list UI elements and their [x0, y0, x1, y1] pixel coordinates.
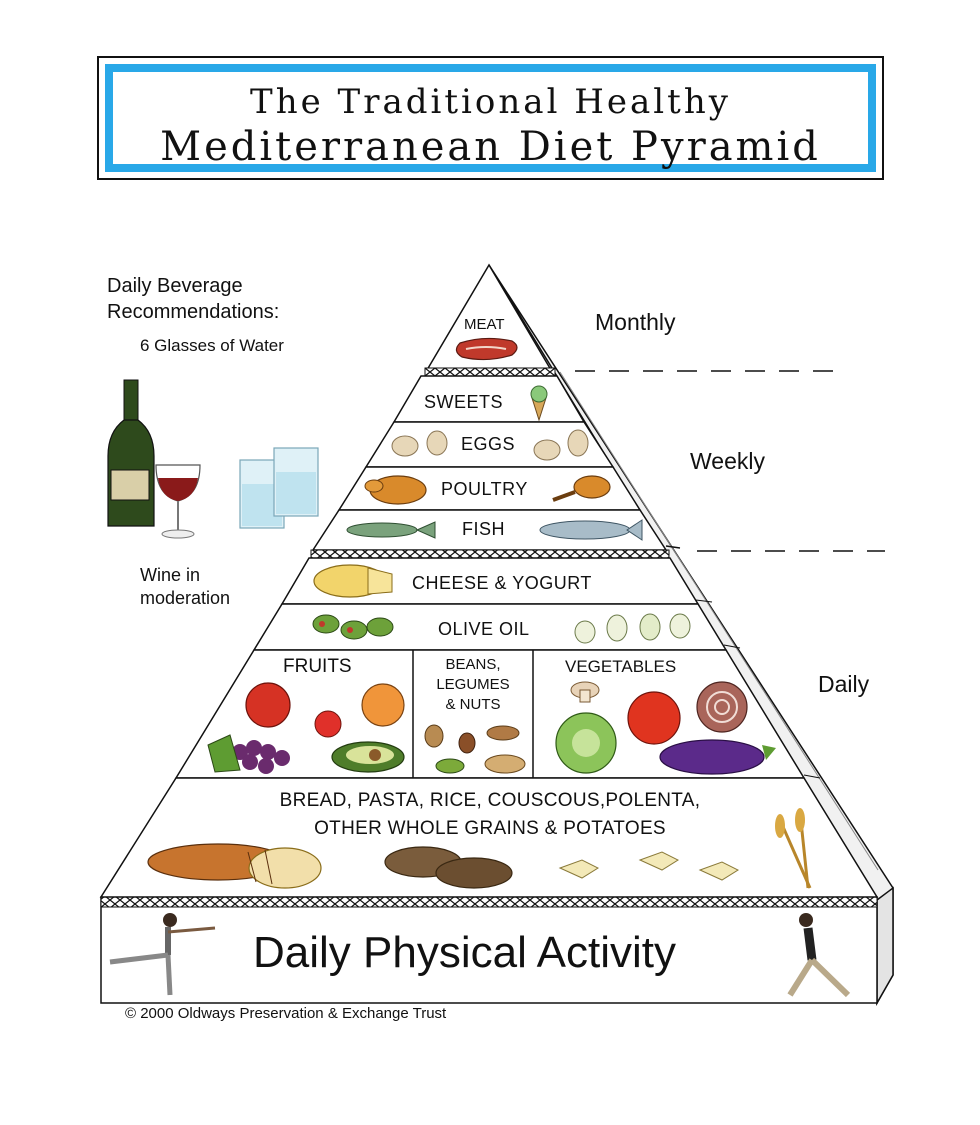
walker-figure: [787, 913, 851, 998]
egg-icon: [391, 435, 419, 457]
physical-activity-label: Daily Physical Activity: [253, 928, 677, 977]
almond-icon: [486, 725, 520, 741]
tier-label-vegetables: VEGETABLES: [565, 657, 677, 676]
mushroom-icon: [570, 681, 600, 703]
tier-label-poultry: POULTRY: [441, 479, 528, 499]
tier-label-sweets: SWEETS: [424, 392, 504, 412]
wine-bottle-icon: [107, 379, 155, 527]
peach-icon: [361, 683, 405, 727]
fish-icon: [346, 521, 436, 539]
grains-line-2: OTHER WHOLE GRAINS & POTATOES: [314, 818, 666, 839]
tier-label-olive-oil: OLIVE OIL: [438, 619, 530, 639]
activity-base: [100, 886, 894, 1006]
tier-label-cheese: CHEESE & YOGURT: [412, 573, 592, 593]
ice-cream-icon: [530, 385, 548, 422]
title-line-1: The Traditional Healthy: [250, 82, 731, 122]
beans-line-2: LEGUMES: [436, 676, 510, 693]
chicken-leg-icon: [552, 475, 611, 502]
beverage-heading-line-2: Recommendations:: [107, 301, 280, 323]
bean-icon: [458, 732, 476, 754]
steak-icon: [455, 337, 518, 361]
wine-line-2: moderation: [140, 588, 231, 608]
tomato-icon: [627, 691, 681, 745]
frequency-weekly: Weekly: [690, 448, 765, 474]
beverage-heading: Daily Beverage Recommendations:: [107, 273, 279, 325]
beans-line-1: BEANS,: [445, 656, 501, 673]
peanut-icon: [484, 754, 526, 774]
band-divider-middle: [310, 549, 670, 559]
fish-icon: [539, 519, 643, 541]
bread-icon: [147, 843, 322, 889]
grapes-icon: [207, 734, 290, 774]
title-box: The Traditional Healthy Mediterranean Di…: [97, 56, 884, 180]
potatoes-icon: [384, 846, 513, 889]
tier-label-fruits: FRUITS: [283, 656, 352, 677]
beverage-heading-line-1: Daily Beverage: [107, 275, 243, 297]
tier-label-meat: MEAT: [464, 316, 505, 333]
wheat-icon: [775, 808, 812, 889]
garlic-icon: [574, 613, 691, 644]
water-glass-icon: [273, 447, 319, 517]
wine-recommendation: Wine in moderation: [140, 564, 230, 610]
onion-icon: [696, 681, 748, 733]
apple-icon: [245, 682, 291, 728]
copyright-notice: © 2000 Oldways Preservation & Exchange T…: [125, 1005, 447, 1022]
nut-icon: [424, 724, 444, 748]
frequency-monthly: Monthly: [595, 309, 676, 335]
eggplant-icon: [659, 739, 776, 775]
tier-label-eggs: EGGS: [461, 434, 516, 454]
strawberry-icon: [314, 710, 342, 738]
water-recommendation: 6 Glasses of Water: [140, 336, 284, 355]
pasta-icon: [558, 851, 740, 881]
cabbage-icon: [555, 712, 617, 774]
tier-label-fish: FISH: [462, 519, 506, 539]
egg-icon: [533, 439, 561, 461]
roast-chicken-icon: [364, 475, 427, 505]
olives-icon: [312, 614, 394, 640]
band-divider-top: [424, 367, 556, 377]
title-frame: The Traditional Healthy Mediterranean Di…: [105, 64, 876, 172]
egg-icon: [567, 429, 589, 457]
wine-glass-icon: [155, 464, 201, 539]
beans-line-3: & NUTS: [445, 696, 501, 713]
pea-pod-icon: [435, 758, 465, 774]
frequency-daily: Daily: [818, 671, 870, 697]
wine-line-1: Wine in: [140, 565, 201, 585]
tier-label-grains: BREAD, PASTA, RICE, COUSCOUS,POLENTA, OT…: [176, 787, 804, 843]
tier-label-beans: BEANS, LEGUMES & NUTS: [413, 655, 533, 715]
egg-icon: [426, 430, 448, 456]
title-line-2: Mediterranean Diet Pyramid: [160, 124, 821, 170]
grains-line-1: BREAD, PASTA, RICE, COUSCOUS,POLENTA,: [279, 790, 701, 811]
dancer-figure: [109, 913, 216, 996]
avocado-icon: [331, 741, 405, 773]
cheese-wheel-icon: [313, 564, 393, 598]
